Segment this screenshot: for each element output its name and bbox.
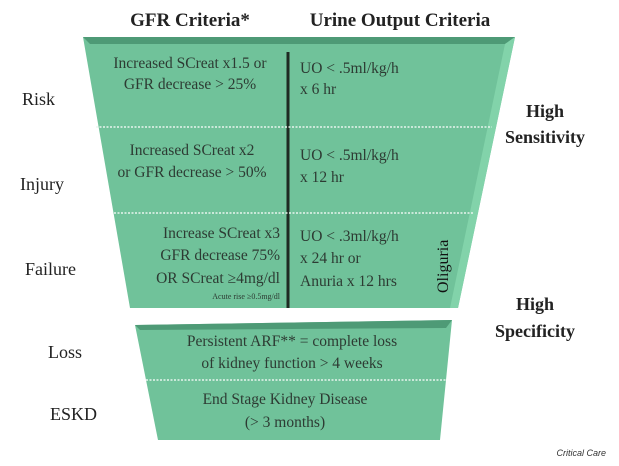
source-label: Critical Care	[556, 448, 606, 458]
eskd-line2: (> 3 months)	[245, 414, 325, 431]
loss-line1: Persistent ARF** = complete loss	[187, 333, 397, 350]
failure-uo-line1: UO < .3ml/kg/h	[300, 228, 399, 245]
failure-gfr-note: Acute rise ≥0.5mg/dl	[212, 292, 280, 301]
stage-label-failure: Failure	[25, 259, 76, 279]
stage-label-loss: Loss	[48, 342, 82, 362]
upper-funnel-right-edge	[450, 37, 515, 308]
injury-uo-line2: x 12 hr	[300, 169, 345, 186]
injury-gfr-line1: Increased SCreat x2	[130, 142, 255, 159]
high-sensitivity-line2: Sensitivity	[505, 127, 585, 147]
injury-uo-line1: UO < .5ml/kg/h	[300, 147, 399, 164]
stage-label-risk: Risk	[22, 89, 55, 109]
risk-uo-line1: UO < .5ml/kg/h	[300, 60, 399, 77]
failure-gfr-line1: Increase SCreat x3	[163, 225, 280, 242]
upper-funnel	[83, 37, 515, 308]
risk-gfr-line1: Increased SCreat x1.5 or	[113, 55, 267, 72]
header-gfr-criteria: GFR Criteria*	[130, 10, 250, 31]
high-specificity-line1: High	[516, 294, 554, 314]
risk-uo-line2: x 6 hr	[300, 81, 337, 98]
lower-funnel-top-bevel	[135, 320, 452, 330]
oliguria-label: Oliguria	[435, 240, 452, 293]
failure-uo-line2: x 24 hr or	[300, 250, 362, 267]
stage-label-eskd: ESKD	[50, 404, 97, 424]
failure-gfr-line2: GFR decrease 75%	[160, 247, 280, 264]
high-sensitivity-line1: High	[526, 101, 564, 121]
header-urine-output-criteria: Urine Output Criteria	[310, 10, 491, 31]
upper-funnel-top-bevel	[83, 37, 515, 44]
high-specificity-line2: Specificity	[495, 321, 575, 341]
stage-label-injury: Injury	[20, 174, 64, 194]
failure-gfr-line3: OR SCreat ≥4mg/dl	[156, 270, 280, 287]
risk-gfr-line2: GFR decrease > 25%	[124, 76, 256, 93]
loss-line2: of kidney function > 4 weeks	[201, 355, 382, 372]
injury-gfr-line2: or GFR decrease > 50%	[117, 164, 266, 181]
failure-uo-line3: Anuria x 12 hrs	[300, 273, 397, 290]
eskd-line1: End Stage Kidney Disease	[203, 391, 368, 408]
